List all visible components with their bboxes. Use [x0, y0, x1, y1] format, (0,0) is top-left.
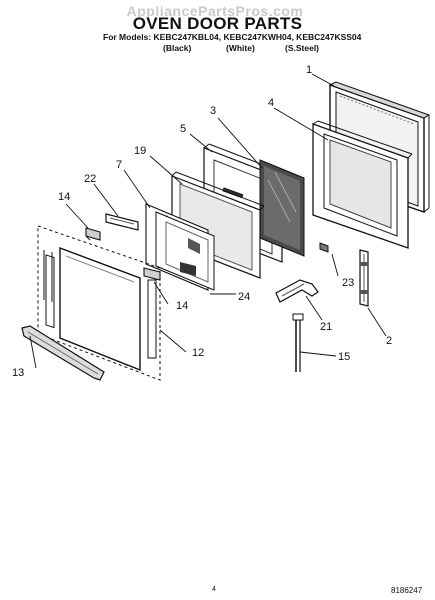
part-door-frame[interactable] [312, 120, 413, 249]
finish-white: (White) [226, 43, 255, 53]
callout-4: 4 [268, 97, 274, 109]
page-number: 4 [212, 586, 216, 593]
callout-2: 2 [386, 335, 392, 347]
finish-stainless: (S.Steel) [285, 43, 320, 53]
leader-lines [29, 73, 387, 369]
part-door-glass-assembly[interactable] [37, 225, 161, 381]
finish-black: (Black) [163, 43, 192, 53]
page-title: OVEN DOOR PARTS [132, 14, 303, 33]
callout-12: 12 [192, 347, 204, 359]
part-clip-upper[interactable] [85, 227, 101, 241]
callout-24: 24 [238, 291, 250, 303]
part-bracket[interactable] [275, 279, 319, 303]
callout-15: 15 [338, 351, 350, 363]
callouts: 1 4 3 5 19 7 22 14 24 14 12 13 23 2 21 1… [12, 64, 392, 379]
callout-23: 23 [342, 277, 354, 289]
part-inner-glass[interactable] [259, 159, 305, 257]
callout-1: 1 [306, 64, 312, 76]
part-handle-bracket[interactable] [105, 213, 139, 231]
callout-5: 5 [180, 123, 186, 135]
callout-3: 3 [210, 105, 216, 117]
part-spacer[interactable] [319, 242, 329, 253]
callout-14-upper: 14 [58, 191, 70, 203]
callout-7: 7 [116, 159, 122, 171]
callout-13: 13 [12, 367, 24, 379]
part-vent-rod[interactable] [292, 313, 304, 372]
callout-21: 21 [320, 321, 332, 333]
part-clip-lower[interactable] [143, 267, 161, 281]
callout-14-lower: 14 [176, 300, 188, 312]
callout-19: 19 [134, 145, 146, 157]
model-list: For Models: KEBC247KBL04, KEBC247KWH04, … [103, 32, 362, 42]
part-hinge[interactable] [359, 249, 369, 307]
callout-22: 22 [84, 173, 96, 185]
part-bottom-trim[interactable] [21, 325, 105, 381]
document-number: 8186247 [391, 586, 423, 595]
part-door-glass[interactable] [155, 211, 215, 291]
watermark: AppliancePartsPros.com [126, 3, 304, 19]
